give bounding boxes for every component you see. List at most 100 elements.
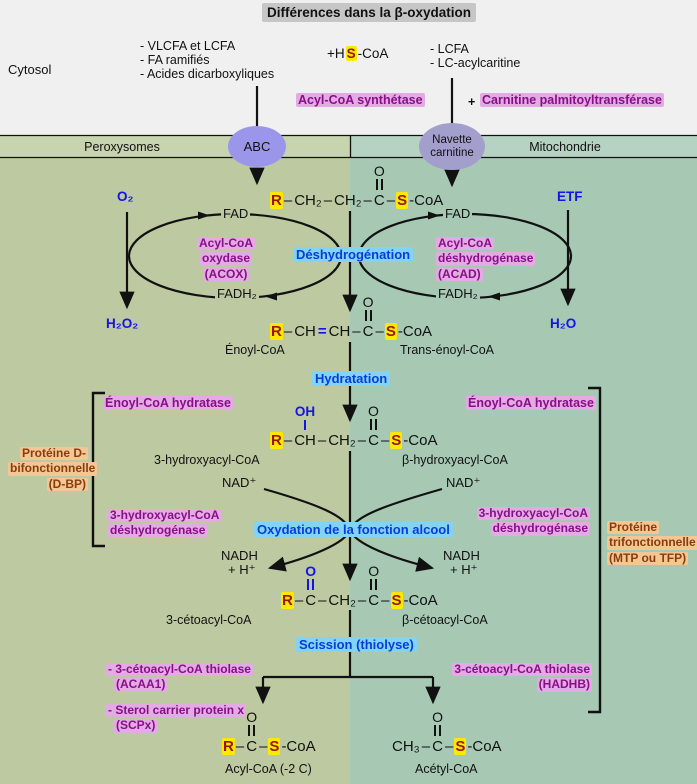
- molecule-hydroxyacyl-coa: R – OH CH – CH₂ – O C – S -CoA: [270, 404, 438, 449]
- enoyl-hydratase-right-label: Énoyl-CoA hydratase: [466, 396, 596, 410]
- cpt-plus-sign: +: [468, 95, 476, 109]
- scission-step-label: Scission (thiolyse): [296, 637, 417, 652]
- nadh-left-label: NADH: [219, 548, 260, 563]
- keto-carbonyl-group: O C: [304, 563, 317, 609]
- ch-group: CH: [328, 323, 351, 340]
- carbon-atom: C: [368, 432, 379, 449]
- nad-right-label: NAD⁺: [444, 475, 483, 491]
- carbonyl-group: O C: [245, 709, 258, 755]
- acad-line-3: (ACAD): [436, 266, 483, 281]
- sulfur-atom: S: [268, 738, 281, 755]
- molecule-enoyl-coa: R – CH = CH – O C – S -CoA: [270, 294, 433, 340]
- carbon-atom: C: [368, 592, 380, 609]
- carbonyl-group: O C: [431, 709, 444, 755]
- navette-line-2: carnitine: [430, 146, 474, 159]
- h2o2-label: H₂O₂: [106, 316, 139, 331]
- double-bond: [369, 419, 377, 430]
- top-connector-lines: [255, 78, 454, 127]
- nadh-right-label: NADH: [441, 548, 482, 563]
- acyl-coa-synthetase-label: Acyl-CoA synthétase: [296, 93, 425, 107]
- oxygen-atom: O: [362, 294, 374, 310]
- hydratation-text: Hydratation: [312, 371, 391, 386]
- acyl-coa-minus2c-label: Acyl-CoA (-2 C): [225, 762, 312, 776]
- acaa1-line-1: - 3-cétoacyl-CoA thiolase: [106, 662, 253, 677]
- hadhb-line-2: (HADHB): [536, 677, 592, 692]
- fadh2-right-label: FADH₂: [436, 286, 480, 301]
- mito-substrate-1: - LCFA: [430, 42, 469, 56]
- carbonyl-group: O C: [362, 294, 375, 340]
- r-group: R: [270, 192, 283, 209]
- carnitine-shuttle-ellipse: Navette carnitine: [419, 123, 485, 170]
- bond: –: [259, 738, 268, 755]
- bond: –: [283, 323, 293, 340]
- hadh-right-label: 3-hydroxyacyl-CoA déshydrogénase: [470, 506, 590, 537]
- trans-enoyl-coa-label: Trans-énoyl-CoA: [400, 343, 495, 357]
- mtp-line-3: (MTP ou TFP): [607, 550, 689, 565]
- dehydrogenation-text: Déshydrogénation: [293, 247, 414, 262]
- carbon-atom: C: [373, 192, 385, 209]
- coa-group: -CoA: [403, 432, 438, 449]
- coa-group: -CoA: [281, 738, 316, 755]
- mito-substrate-2: - LC-acylcaritine: [430, 56, 521, 70]
- ch2-group: CH₂: [294, 192, 322, 209]
- oxygen-atom-blue: O: [305, 563, 317, 579]
- navette-line-1: Navette: [432, 134, 472, 147]
- dbp-line-1: Protéine D-: [19, 446, 88, 461]
- acox-line-2: oxydase: [199, 251, 253, 266]
- hadh-left-line-2: déshydrogénase: [108, 523, 208, 538]
- bond: –: [357, 432, 367, 449]
- coa-group: -CoA: [403, 592, 438, 609]
- coa-group: -CoA: [397, 323, 433, 340]
- bond: –: [363, 192, 372, 209]
- oxygen-atom: O: [368, 563, 380, 579]
- carbon-atom: C: [362, 323, 374, 340]
- ch2-group: CH₂: [328, 432, 356, 449]
- carnitine-palmitoyltransferase-label: Carnitine palmitoyltransférase: [480, 93, 664, 107]
- bond: –: [283, 192, 293, 209]
- fad-left-label: FAD: [221, 206, 251, 221]
- bond: –: [352, 323, 361, 340]
- carbonyl-group: O C: [373, 164, 386, 209]
- thiolase-acaa1-label: - 3-cétoacyl-CoA thiolase (ACAA1): [106, 662, 253, 693]
- bond: –: [323, 192, 333, 209]
- oxygen-atom: O: [432, 709, 444, 725]
- band-peroxysomes-label: Peroxysomes: [84, 140, 160, 154]
- bond: –: [357, 592, 367, 609]
- bond: –: [317, 432, 327, 449]
- double-bond-blue: [307, 579, 315, 590]
- dbp-protein-label: Protéine D- bifonctionnelle (D-BP): [8, 446, 98, 492]
- acad-enzyme-label: Acyl-CoA déshydrogénase (ACAD): [436, 236, 536, 282]
- sulfur-atom: S: [390, 432, 403, 449]
- h2o-label: H₂O: [550, 316, 577, 331]
- molecule-acyl-coa: R – CH₂ – CH₂ – O C – S -CoA: [270, 164, 444, 209]
- oxydation-text: Oxydation de la fonction alcool: [254, 522, 453, 537]
- coa-group: -CoA: [467, 738, 502, 755]
- enoyl-hydratase-right-text: Énoyl-CoA hydratase: [466, 396, 596, 410]
- acad-line-1: Acyl-CoA: [436, 236, 495, 251]
- scpx-line-1: - Sterol carrier protein x: [106, 703, 247, 718]
- thiolase-hadhb-label: 3-cétoacyl-CoA thiolase (HADHB): [450, 662, 592, 693]
- page-title: Différences dans la β-oxydation: [262, 3, 477, 22]
- oxydation-step-label: Oxydation de la fonction alcool: [254, 522, 453, 537]
- single-bond-blue: [304, 420, 307, 430]
- double-bond: [364, 310, 372, 321]
- sulfur-atom: S: [396, 192, 409, 209]
- peroxisome-substrate-2: - FA ramifiés: [140, 53, 210, 67]
- acox-enzyme-label: Acyl-CoA oxydase (ACOX): [185, 236, 267, 282]
- bond: –: [294, 592, 304, 609]
- bond: –: [445, 738, 454, 755]
- dbp-line-2: bifonctionnelle: [8, 461, 98, 476]
- scpx-line-2: (SCPx): [114, 718, 158, 733]
- r-group: R: [222, 738, 235, 755]
- bond: –: [381, 592, 390, 609]
- hydroxyacyl-left-label: 3-hydroxyacyl-CoA: [154, 453, 260, 467]
- bond: –: [375, 323, 384, 340]
- oxygen-atom: O: [246, 709, 258, 725]
- band-mitochondrie-label: Mitochondrie: [529, 140, 601, 154]
- mtp-line-1: Protéine: [607, 520, 660, 535]
- sulfur-atom: S: [384, 323, 397, 340]
- bond: –: [386, 192, 396, 209]
- scpx-label: - Sterol carrier protein x (SCPx): [106, 703, 247, 734]
- enoyl-coa-label: Énoyl-CoA: [225, 343, 285, 357]
